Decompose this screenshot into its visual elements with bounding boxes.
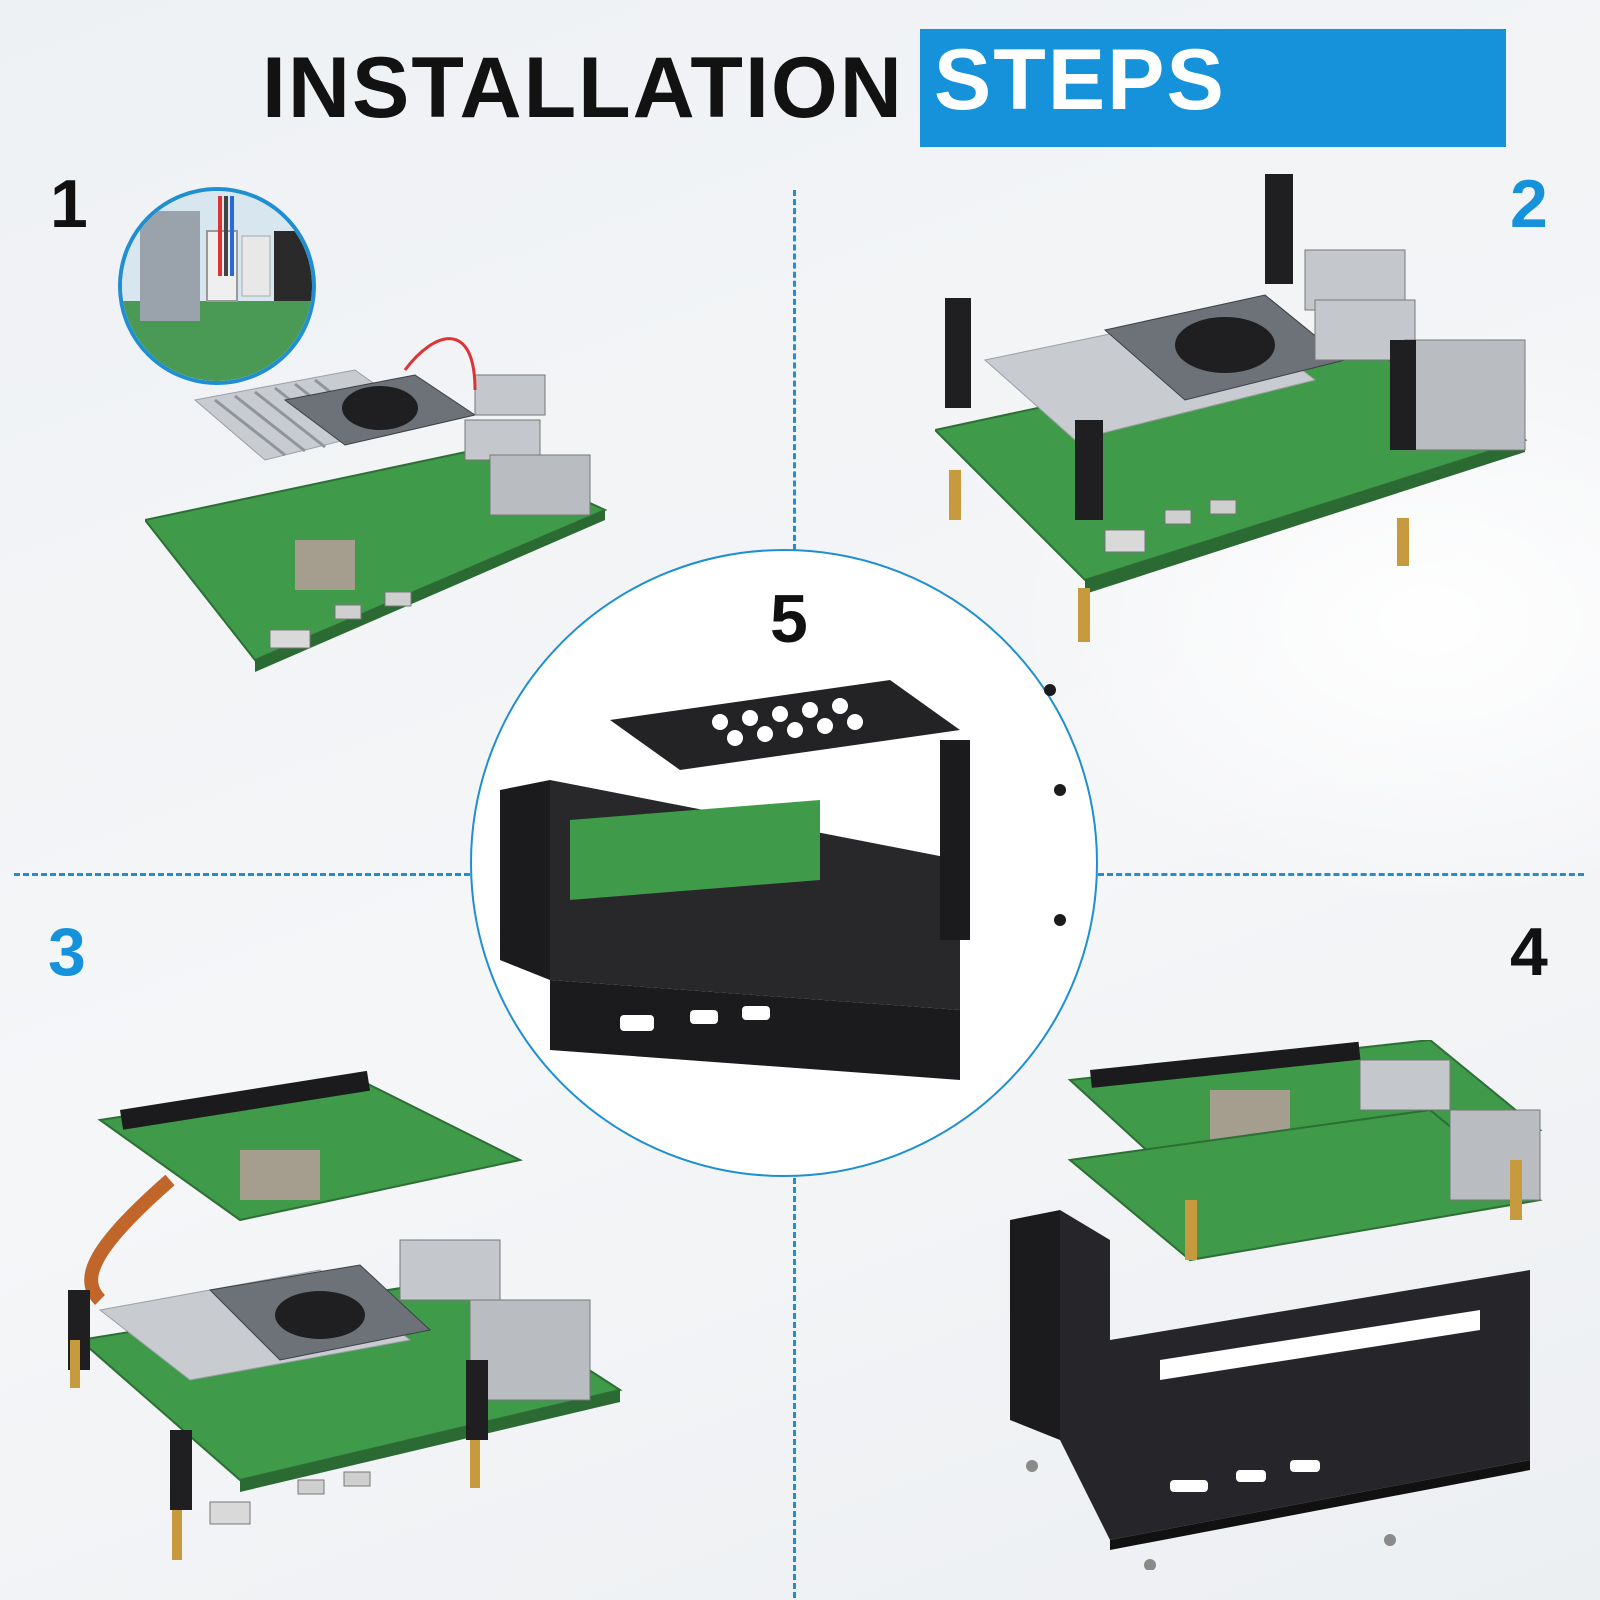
divider-left-horizontal bbox=[14, 873, 470, 876]
title-steps-banner: STEPS bbox=[919, 29, 1506, 147]
divider-bottom-vertical bbox=[793, 1178, 796, 1598]
step-1-fan-connector-closeup bbox=[118, 187, 316, 385]
divider-right-horizontal bbox=[1098, 873, 1584, 876]
step-1-board-with-cooler bbox=[145, 337, 608, 672]
step-5-assembled-case bbox=[500, 680, 1066, 1080]
step-number-5: 5 bbox=[770, 581, 808, 657]
step-3-ai-hat-stacking bbox=[68, 1070, 623, 1560]
divider-top-vertical bbox=[793, 190, 796, 550]
title-installation: INSTALLATION bbox=[262, 40, 904, 136]
step-4-board-into-case bbox=[1010, 1040, 1543, 1570]
step-2-board-with-standoffs bbox=[935, 174, 1528, 642]
step-number-2: 2 bbox=[1510, 166, 1548, 242]
step-number-3: 3 bbox=[48, 914, 86, 990]
step-number-1: 1 bbox=[50, 166, 88, 242]
step-number-4: 4 bbox=[1510, 914, 1548, 990]
page-title: INSTALLATION STEPS bbox=[262, 29, 1506, 147]
